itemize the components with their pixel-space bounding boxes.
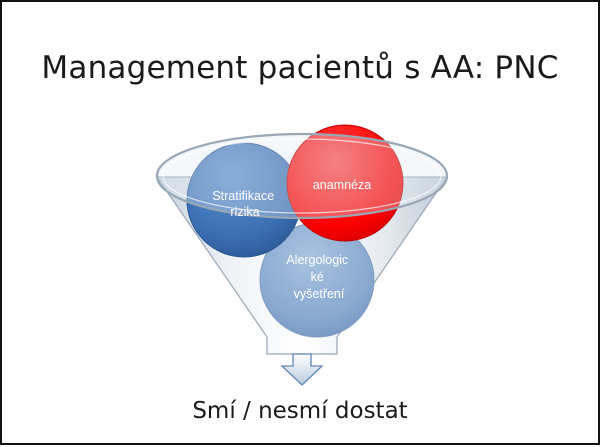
- circle-allergy-line-1: Alergologic: [286, 253, 348, 267]
- down-arrow-icon: [280, 353, 324, 386]
- circle-allergy-line-3: vyšetření: [294, 287, 345, 301]
- circle-risk-label: Stratifikace rizika: [212, 189, 277, 219]
- slide-title: Management pacientů s AA: PNC: [41, 50, 559, 86]
- circle-history-label: anamnéza: [313, 178, 371, 192]
- circle-risk-line-1: Stratifikace: [212, 189, 274, 203]
- circle-risk-line-2: rizika: [230, 205, 259, 219]
- circle-allergy-label: Alergologic ké vyšetření: [286, 253, 351, 301]
- circle-allergy-line-2: ké: [311, 270, 324, 284]
- circle-history-line-1: anamnéza: [313, 178, 371, 192]
- funnel-rim: [155, 132, 449, 220]
- result-caption: Smí / nesmí dostat: [192, 398, 408, 424]
